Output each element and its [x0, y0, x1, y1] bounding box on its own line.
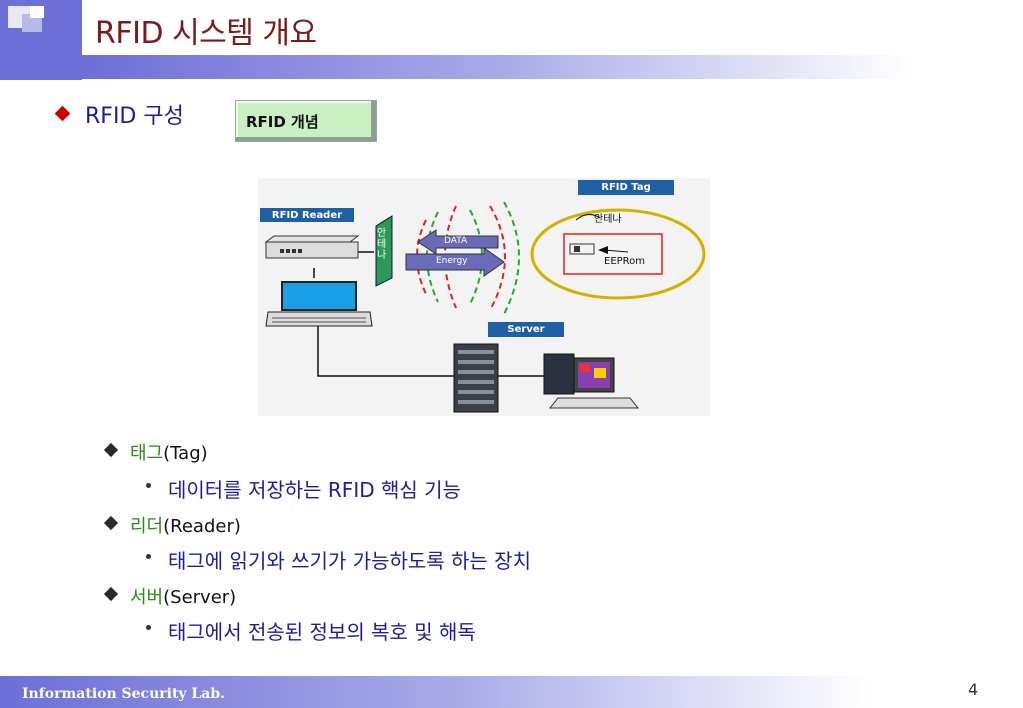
- workstation-icon: [543, 353, 640, 409]
- energy-arrow-label: Energy: [436, 256, 468, 266]
- corner-logo: [0, 0, 82, 80]
- server-rack-icon: [453, 343, 499, 413]
- term-korean: 리더: [130, 516, 164, 537]
- data-arrow-label: DATA: [444, 236, 468, 246]
- reader-label: RFID Reader: [260, 208, 354, 222]
- laptop-icon: [265, 281, 373, 327]
- eeprom-label: EEPRom: [604, 256, 646, 267]
- rfid-diagram-illustration: [264, 201, 706, 413]
- logo-square: [30, 6, 44, 18]
- server-label: Server: [488, 322, 564, 337]
- dot-bullet-icon: [146, 625, 151, 630]
- diamond-bullet-icon: [54, 105, 71, 122]
- bullet-term: 태그(Tag): [130, 439, 208, 465]
- title-underline-bar: [82, 55, 1023, 79]
- term-korean: 서버: [130, 587, 164, 608]
- bullet-term: 서버(Server): [130, 583, 236, 609]
- logo-square: [22, 14, 42, 32]
- dot-bullet-icon: [146, 483, 151, 488]
- bullet-description: 태그에 읽기와 쓰기가 가능하도록 하는 장치: [168, 549, 531, 573]
- subheading-text: RFID 구성: [85, 104, 184, 129]
- diamond-bullet-icon: [103, 586, 119, 602]
- bullet-description: 데이터를 저장하는 RFID 핵심 기능: [168, 478, 461, 502]
- diamond-bullet-icon: [103, 442, 119, 458]
- term-korean: 태그: [130, 443, 164, 464]
- slide-title: RFID 시스템 개요: [95, 16, 317, 51]
- footer-bar: [0, 676, 1023, 708]
- bullet-term: 리더(Reader): [130, 512, 241, 538]
- tag-antenna-label: 안테나: [594, 214, 622, 225]
- footer-lab-name: Information Security Lab.: [22, 686, 225, 702]
- reader-device-icon: [264, 235, 360, 259]
- bullet-description: 태그에서 전송된 정보의 복호 및 해독: [168, 620, 476, 644]
- rfid-diagram: RFID Reader RFID Tag Server 안테나 안테나 DATA…: [258, 178, 710, 416]
- page-number: 4: [968, 680, 979, 699]
- dot-bullet-icon: [146, 554, 151, 559]
- diamond-bullet-icon: [103, 515, 119, 531]
- term-english: (Server): [163, 587, 237, 608]
- term-english: (Reader): [163, 516, 241, 537]
- antenna-label: 안테나: [377, 228, 387, 261]
- term-english: (Tag): [163, 443, 208, 464]
- tag-label: RFID Tag: [578, 180, 674, 195]
- rfid-concept-button[interactable]: RFID 개념: [235, 100, 377, 142]
